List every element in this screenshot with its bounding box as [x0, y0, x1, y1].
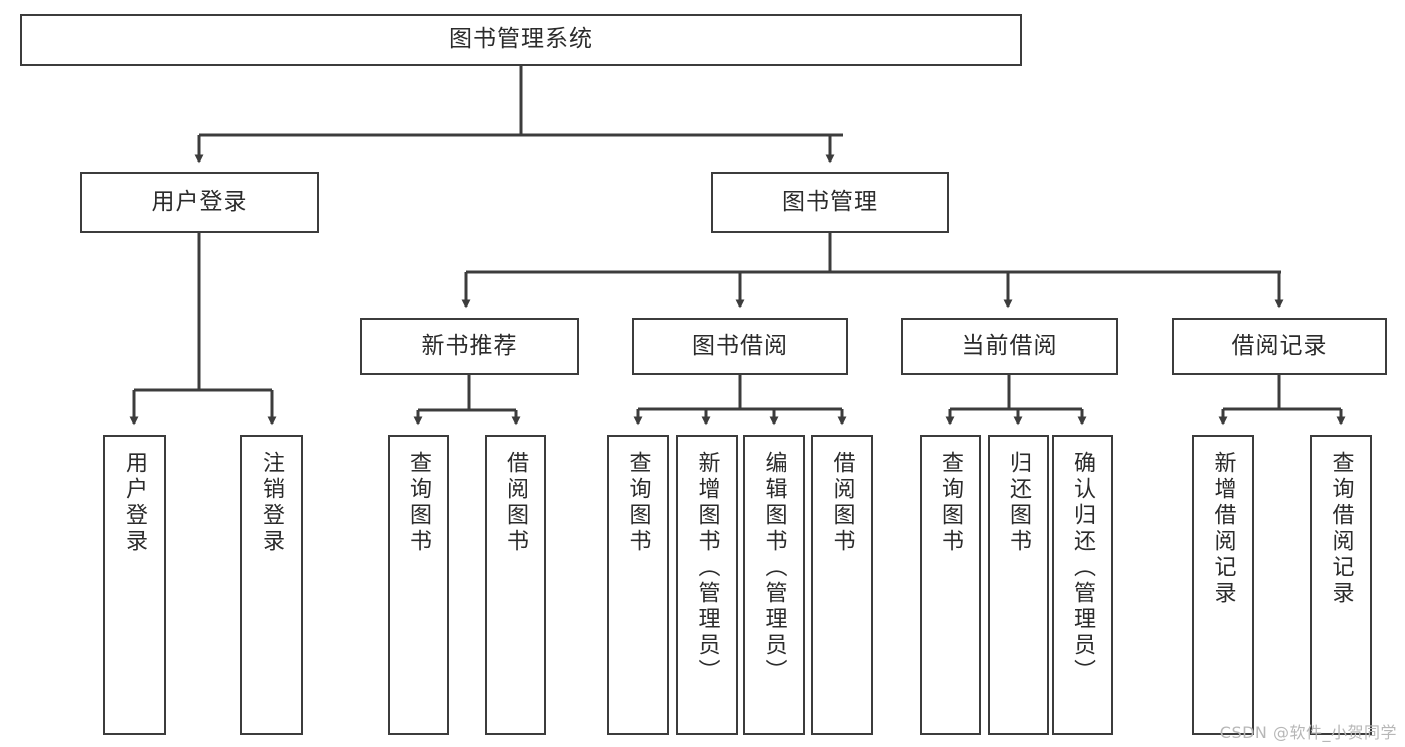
- node-leaf-query-book-3-label: 查询图书: [938, 451, 964, 555]
- node-new-book-recommend[interactable]: 新书推荐: [360, 318, 579, 375]
- node-leaf-user-login[interactable]: 用户登录: [103, 435, 166, 735]
- edge-borrowrecord-to-leaves: [1218, 375, 1346, 426]
- node-leaf-return-book-label: 归还图书: [1006, 451, 1032, 555]
- node-leaf-borrow-book-2-label: 借阅图书: [829, 451, 855, 555]
- node-leaf-confirm-return-label: 确认归还（管理员）: [1070, 451, 1096, 685]
- node-leaf-borrow-book-1-label: 借阅图书: [503, 451, 529, 555]
- node-user-login-label: 用户登录: [151, 188, 248, 215]
- node-book-borrow[interactable]: 图书借阅: [632, 318, 848, 375]
- node-book-manage[interactable]: 图书管理: [711, 172, 949, 233]
- node-leaf-query-record[interactable]: 查询借阅记录: [1310, 435, 1372, 735]
- node-leaf-query-book-3[interactable]: 查询图书: [920, 435, 981, 735]
- node-book-borrow-label: 图书借阅: [692, 332, 788, 359]
- node-leaf-query-book-2-label: 查询图书: [625, 451, 651, 555]
- node-root-system[interactable]: 图书管理系统: [20, 14, 1022, 66]
- node-leaf-return-book[interactable]: 归还图书: [988, 435, 1049, 735]
- edge-userlogin-to-leaves: [129, 233, 277, 426]
- node-leaf-add-record-label: 新增借阅记录: [1210, 451, 1236, 607]
- node-leaf-query-book-2[interactable]: 查询图书: [607, 435, 669, 735]
- node-leaf-add-book-label: 新增图书（管理员）: [694, 451, 720, 685]
- node-current-borrow-label: 当前借阅: [961, 332, 1058, 359]
- node-leaf-logout[interactable]: 注销登录: [240, 435, 303, 735]
- node-leaf-logout-label: 注销登录: [259, 451, 285, 555]
- node-leaf-edit-book[interactable]: 编辑图书（管理员）: [743, 435, 805, 735]
- node-leaf-borrow-book-2[interactable]: 借阅图书: [811, 435, 873, 735]
- node-leaf-confirm-return[interactable]: 确认归还（管理员）: [1052, 435, 1113, 735]
- node-user-login[interactable]: 用户登录: [80, 172, 319, 233]
- edge-bookmanage-to-level2: [461, 233, 1284, 309]
- node-leaf-user-login-label: 用户登录: [122, 451, 148, 555]
- node-borrow-record-label: 借阅记录: [1231, 332, 1328, 359]
- node-new-book-recommend-label: 新书推荐: [421, 332, 518, 359]
- node-root-system-label: 图书管理系统: [449, 26, 593, 53]
- csdn-watermark: CSDN @软件_小贺同学: [1219, 723, 1397, 742]
- node-leaf-add-record[interactable]: 新增借阅记录: [1192, 435, 1254, 735]
- edge-bookborrow-to-leaves: [633, 375, 847, 426]
- node-leaf-add-book[interactable]: 新增图书（管理员）: [676, 435, 738, 735]
- node-borrow-record[interactable]: 借阅记录: [1172, 318, 1387, 375]
- node-leaf-query-record-label: 查询借阅记录: [1328, 451, 1354, 607]
- node-current-borrow[interactable]: 当前借阅: [901, 318, 1118, 375]
- edge-newbook-to-leaves: [413, 375, 521, 426]
- edge-root-to-level1: [194, 66, 843, 164]
- edge-currentborrow-to-leaves: [945, 375, 1087, 426]
- node-book-manage-label: 图书管理: [782, 188, 878, 215]
- node-leaf-query-book-1[interactable]: 查询图书: [388, 435, 449, 735]
- node-leaf-edit-book-label: 编辑图书（管理员）: [761, 451, 787, 685]
- node-leaf-borrow-book-1[interactable]: 借阅图书: [485, 435, 546, 735]
- node-leaf-query-book-1-label: 查询图书: [406, 451, 432, 555]
